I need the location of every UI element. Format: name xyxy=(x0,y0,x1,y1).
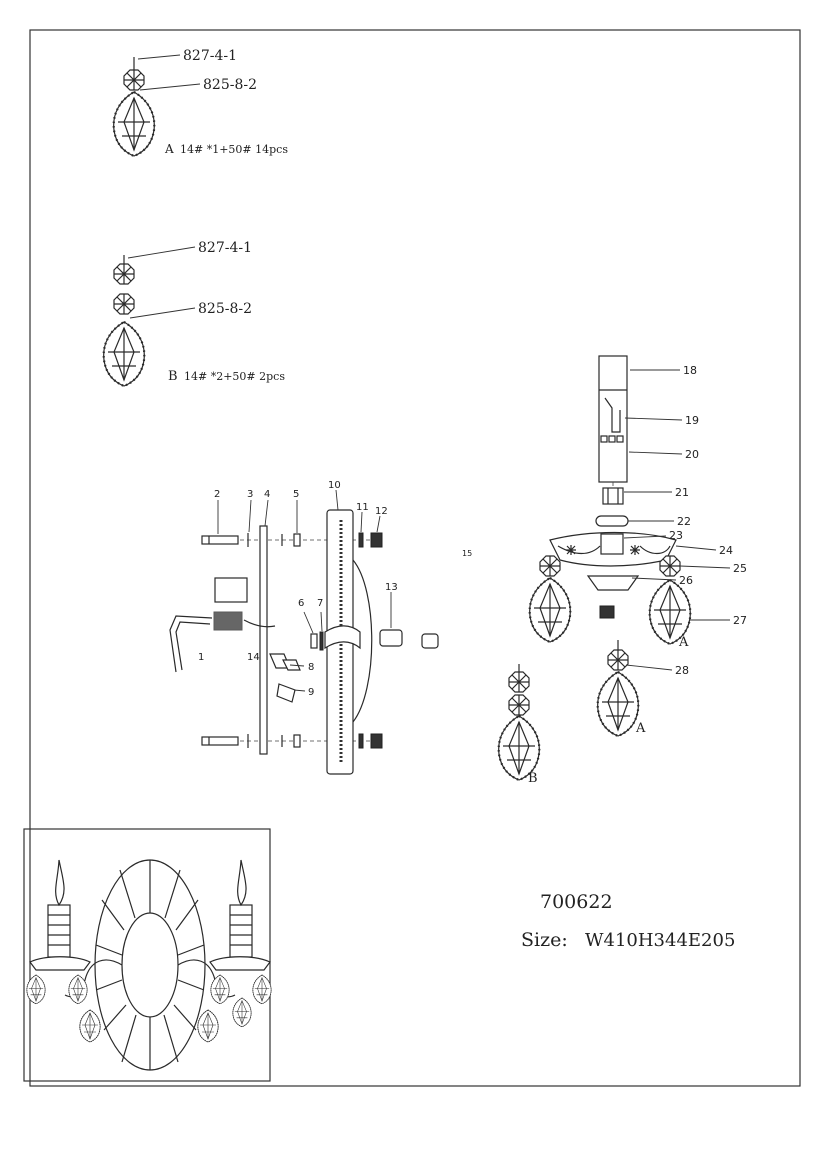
callout-27: 27 xyxy=(733,614,747,627)
inset-frame xyxy=(23,828,271,1082)
candle-sleeve xyxy=(598,355,628,483)
callout-20: 20 xyxy=(685,448,699,461)
candle-assembly xyxy=(528,355,692,646)
callout-14: 14 xyxy=(247,652,260,663)
pendant-b-part-top: 827-4-1 xyxy=(198,240,252,256)
callout-1: 1 xyxy=(198,652,204,663)
octagon-bead xyxy=(113,263,135,285)
crystal-drop xyxy=(112,90,156,158)
crystal-drop xyxy=(102,320,146,388)
callout-8: 8 xyxy=(308,662,314,673)
callout-21: 21 xyxy=(675,486,689,499)
callout-6: 6 xyxy=(298,598,304,609)
callout-2: 2 xyxy=(214,489,220,500)
callout-22: 22 xyxy=(677,515,691,528)
callout-15: 15 xyxy=(462,549,472,558)
nut xyxy=(602,487,624,505)
callout-23: 23 xyxy=(669,529,683,542)
octagon-bead xyxy=(113,293,135,315)
wall-mount-assembly xyxy=(169,509,403,775)
pendant-a: 827-4-1 825-8-2 A 14# *1+50# 14pcs xyxy=(112,48,288,158)
pendant-a-spec: 14# *1+50# 14pcs xyxy=(180,143,288,156)
screw xyxy=(201,535,239,545)
callout-3: 3 xyxy=(247,489,253,500)
callout-10: 10 xyxy=(328,480,341,491)
page-frame xyxy=(29,29,801,1087)
size-value: W410H344E205 xyxy=(585,930,735,951)
pendant-a-part-top: 827-4-1 xyxy=(183,48,237,64)
callout-18: 18 xyxy=(683,364,697,377)
screw xyxy=(201,736,239,746)
callout-12: 12 xyxy=(375,506,388,517)
callout-7: 7 xyxy=(317,598,323,609)
callout-19: 19 xyxy=(685,414,699,427)
ring xyxy=(379,629,403,647)
crystal-letter-right-a: A xyxy=(678,635,689,650)
junction-box xyxy=(214,577,248,603)
assembled-fixture-illustration xyxy=(26,859,272,1071)
callout-13: 13 xyxy=(385,582,398,593)
arm-crystals xyxy=(497,640,640,782)
pendant-b-spec-letter: B xyxy=(168,369,178,384)
cap-nut xyxy=(370,733,383,749)
cap-nut xyxy=(370,532,383,548)
callout-5: 5 xyxy=(293,489,299,500)
pendant-b-part-bottom: 825-8-2 xyxy=(198,301,252,317)
cup xyxy=(586,575,640,591)
crystal-letter-lower-b: B xyxy=(528,771,538,786)
callout-numbers: 1 2 3 4 5 6 7 8 9 10 11 12 13 14 15 18 1… xyxy=(198,364,747,698)
crystal-letter-lower-a: A xyxy=(635,721,646,736)
arm-assembly xyxy=(421,573,615,682)
callout-25: 25 xyxy=(733,562,747,575)
octagon-bead xyxy=(123,69,145,91)
model-number: 700622 xyxy=(540,891,613,913)
pendant-a-spec-letter: A xyxy=(164,142,174,156)
pendant-a-part-bottom: 825-8-2 xyxy=(203,77,257,93)
callout-24: 24 xyxy=(719,544,733,557)
callout-26: 26 xyxy=(679,574,693,587)
callout-4: 4 xyxy=(264,489,270,500)
mounting-bar xyxy=(259,525,268,755)
callout-28: 28 xyxy=(675,664,689,677)
nut xyxy=(293,734,301,748)
callout-11: 11 xyxy=(356,502,369,513)
callout-9: 9 xyxy=(308,687,314,698)
nut xyxy=(293,533,301,547)
callout-leaders xyxy=(217,369,731,692)
size-label: Size: xyxy=(521,929,568,951)
pendant-b: 827-4-1 825-8-2 B 14# *2+50# 2pcs xyxy=(102,240,285,388)
pendant-b-spec: 14# *2+50# 2pcs xyxy=(184,370,285,383)
